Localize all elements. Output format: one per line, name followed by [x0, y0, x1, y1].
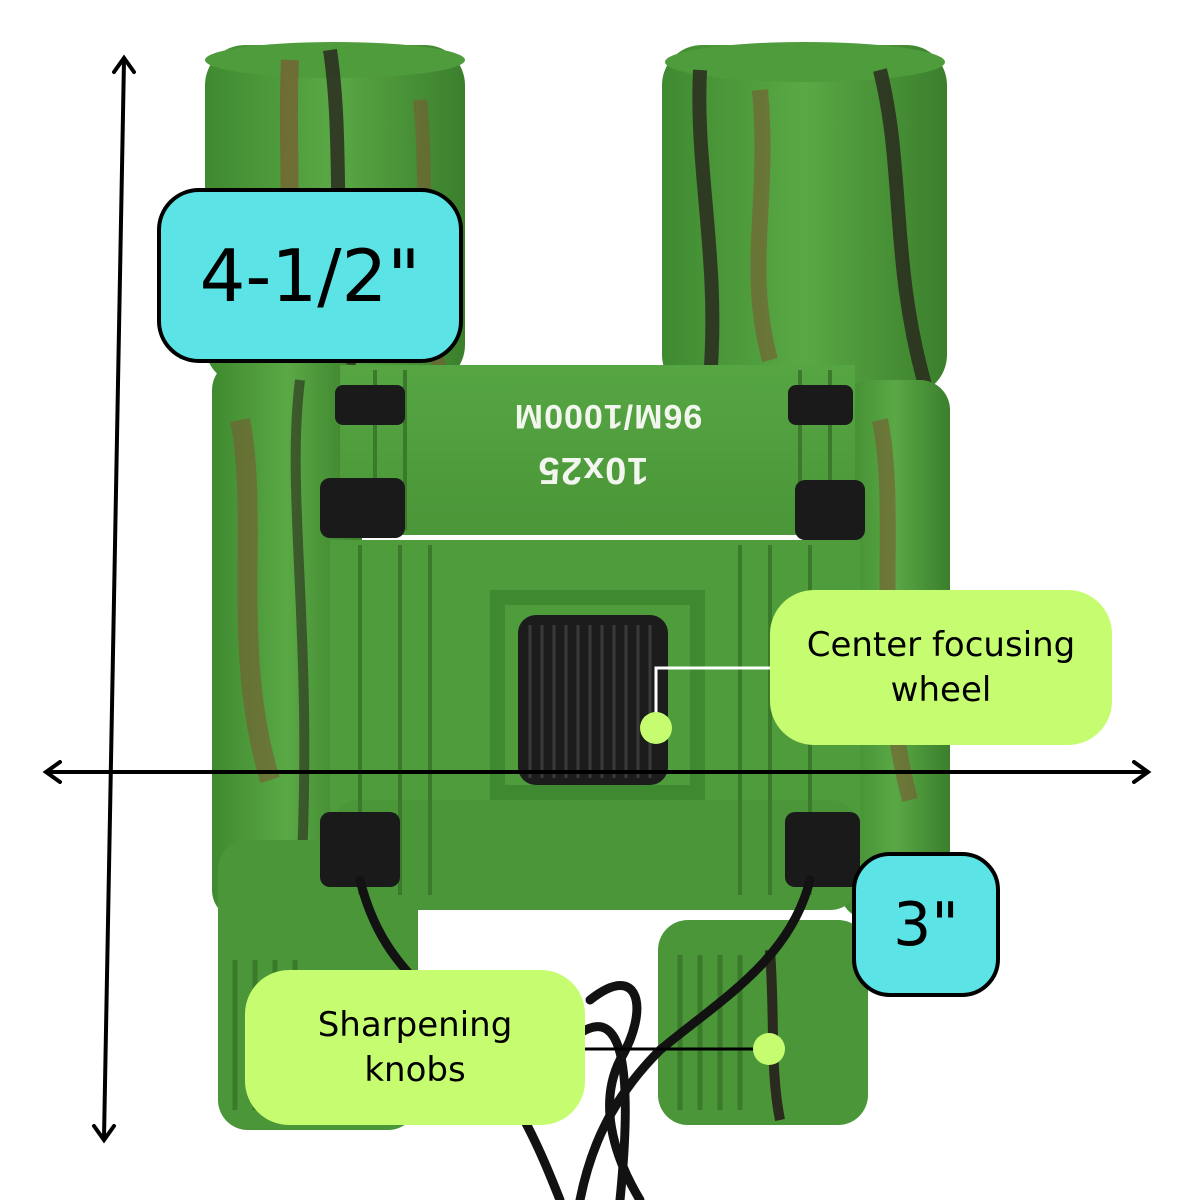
arrowhead-up-icon [112, 54, 136, 74]
center-focus-callout-line1: Center focusing [806, 625, 1076, 666]
sharpening-knobs-callout: Sharpening knobs [245, 970, 585, 1125]
focus-leader-line [654, 666, 775, 720]
arrowhead-left-icon [42, 760, 62, 784]
arrowhead-right-icon [1132, 760, 1152, 784]
height-dimension-badge: 4-1/2" [157, 188, 463, 363]
center-focus-callout-line2: wheel [890, 669, 992, 710]
height-dimension-label: 4-1/2" [199, 233, 421, 318]
center-bridge [330, 365, 860, 910]
arrowhead-down-icon [92, 1124, 116, 1144]
width-dimension-badge: 3" [852, 852, 1000, 997]
sharpening-callout-line1: Sharpening [317, 1005, 513, 1046]
right-objective-tube [662, 42, 947, 395]
sharpening-knob-marker-dot [753, 1033, 785, 1065]
vertical-dimension-line [102, 58, 126, 1140]
focus-wheel-marker-dot [640, 712, 672, 744]
center-focus-callout: Center focusing wheel [770, 590, 1112, 745]
hinge-blocks [320, 385, 865, 887]
width-dimension-label: 3" [893, 889, 959, 960]
sharpening-callout-line2: knobs [364, 1049, 466, 1090]
